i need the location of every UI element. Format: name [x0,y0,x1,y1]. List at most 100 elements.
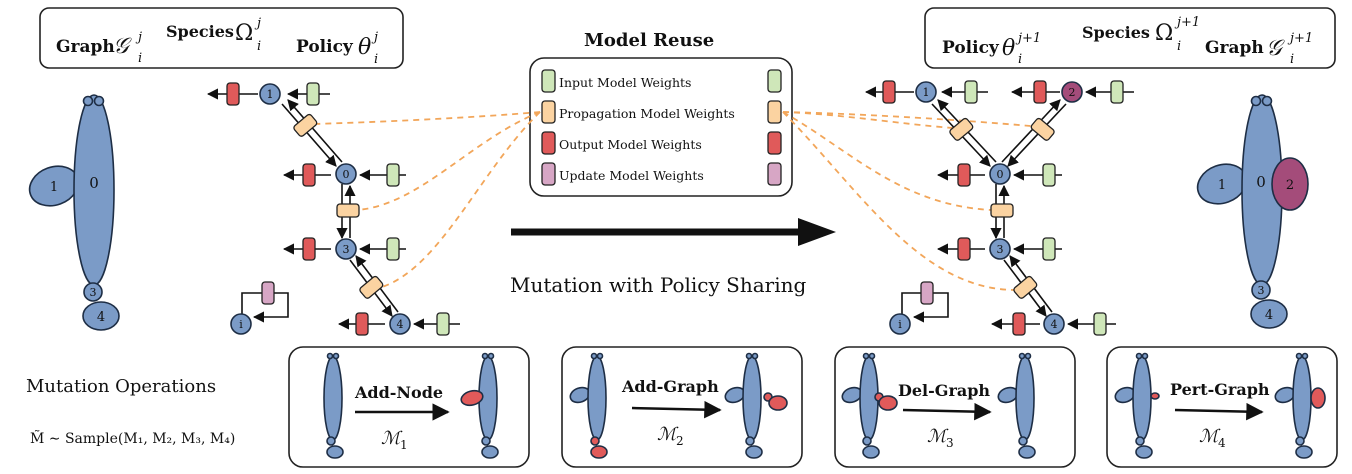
op1-after-joint-b [487,352,495,360]
left-species-symbol: Ω [235,21,253,46]
r-in-weight-4 [1093,312,1107,336]
op3-after-torso [1015,355,1035,441]
node-1-label: 1 [267,88,274,101]
op-del-graph: Del-Graph ℳ 3 [834,346,1076,468]
out-weight-1 [226,82,240,106]
legend-output-label: Output Model Weights [559,137,702,152]
right-species-sub: i [1177,39,1181,54]
r-node-i-label: i [898,318,902,331]
left-body-label-4: 4 [97,310,105,325]
reuse-link-left-3 [378,111,541,289]
right-body-label-4: 4 [1265,308,1273,323]
op3-after-joint-b [1024,352,1032,360]
op1-before-seg [326,436,336,446]
in-weight-1 [306,82,320,106]
op4-after-joint-a [1295,352,1303,360]
out-weight-3 [302,237,316,261]
r-node-2-label: 2 [1069,86,1076,99]
op3-after-foot [1018,445,1036,459]
propagation-weights-swatch-left [541,100,556,124]
left-joint-top-b [93,95,105,107]
op-pert-graph-box [1106,346,1338,468]
left-graph-label: Graph [56,37,115,57]
op-add-node: Add-Node ℳ 1 [288,346,530,468]
input-weights-swatch-left [541,69,556,93]
op4-sub: 4 [1218,436,1226,450]
left-header-box [39,7,404,69]
legend-input-label: Input Model Weights [559,75,691,90]
node-i [230,313,252,335]
op3-before-joint-a [862,352,870,360]
op2-after-foot [745,445,763,459]
right-segment-3 [1251,280,1271,300]
output-weights-swatch-left [541,131,556,155]
reuse-links-right [782,111,1032,291]
r-prop-weight-1-0 [949,117,974,141]
r-edge-0-to-2 [1001,99,1061,163]
op-add-graph: Add-Graph ℳ 2 [561,346,803,468]
r-out-weight-4 [1012,312,1026,336]
op3-before-seg [862,436,872,446]
update-loop [241,292,289,323]
op4-before-torso [1132,355,1152,441]
right-graph-sub: i [1290,52,1294,67]
op3-before-foot [862,445,880,459]
reuse-link-right-1 [782,111,954,129]
op1-sub: 1 [400,438,408,452]
right-species-sup: j+1 [1174,15,1200,30]
op3-after-seg [1018,436,1028,446]
r-prop-weight-3-4 [1013,275,1038,299]
op2-before-joint-b [596,352,604,360]
right-body-label-2: 2 [1286,178,1294,193]
op2-before-joint-a [590,352,598,360]
op2-after-joint-b [751,352,759,360]
node-4-label: 4 [397,318,404,331]
op-pert-graph: Pert-Graph ℳ 4 [1106,346,1338,468]
mutation-policy-caption: Mutation with Policy Sharing [510,273,807,297]
right-species-symbol: Ω [1155,21,1173,46]
left-policy-graph: 1 0 3 4 i [206,82,460,336]
op4-perturbed-limb [1310,387,1326,409]
right-policy-sub: i [1018,52,1022,67]
op2-before-torso [587,355,607,441]
op4-symbol: ℳ [1199,426,1221,447]
right-joint-top-a [1250,95,1262,107]
update-weight [261,281,275,305]
op4-name: Pert-Graph [1170,380,1270,399]
left-graph-symbol: 𝒢 [113,34,132,59]
r-node-4-label: 4 [1051,318,1058,331]
r-node-0 [989,163,1011,185]
op4-small-limb [1150,392,1160,400]
op2-new-limb [768,395,788,411]
reuse-link-left-2 [356,111,541,211]
edge-0-to-1 [287,99,343,163]
right-species-label: Species [1082,23,1150,42]
op2-added-foot [590,445,608,459]
op2-after-seg [745,436,755,446]
op1-before-joint-a [326,352,334,360]
r-node-1 [915,81,937,103]
left-body-label-1: 1 [50,180,58,195]
left-policy-sup: j [371,30,378,45]
right-foot-4 [1250,299,1288,329]
left-body-label-0: 0 [89,174,99,192]
r-node-0-label: 0 [997,168,1004,181]
r-out-weight-3 [957,237,971,261]
r-in-weight-2 [1110,80,1124,104]
left-species-sup: j [254,16,261,31]
r-prop-weight-2-0 [1030,117,1055,141]
update-weights-swatch-left [541,162,556,186]
left-joint-top-a [82,95,94,107]
left-foot-4 [82,301,120,331]
r-edge-2-to-0 [1007,103,1067,167]
op4-after-joint-b [1301,352,1309,360]
r-node-i [889,313,911,335]
model-reuse-title: Model Reuse [584,30,714,51]
left-graph-sub: i [138,51,142,66]
legend-update-label: Update Model Weights [559,168,704,183]
policy-sharing-arrowhead [798,218,836,246]
in-weight-3 [386,237,400,261]
r-in-weight-0 [1042,163,1056,187]
in-weight-0 [386,163,400,187]
